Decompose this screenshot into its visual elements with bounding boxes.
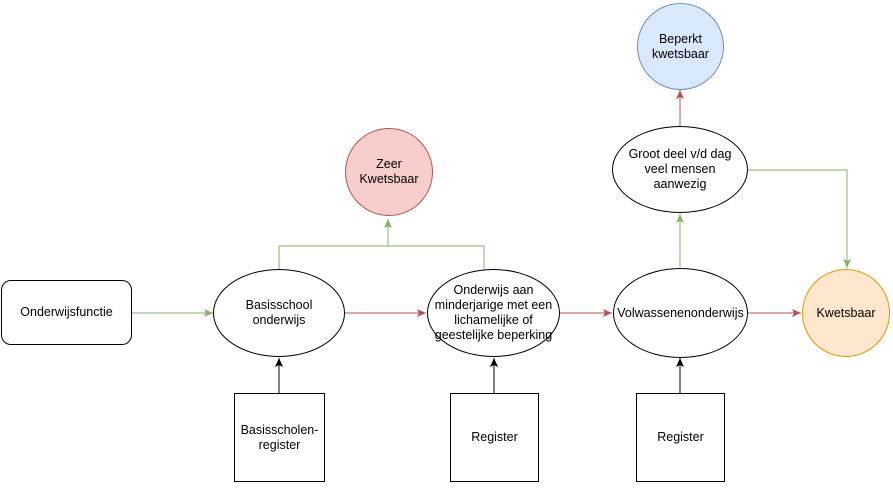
kwetsbaar-node: Kwetsbaar	[802, 269, 890, 357]
beperkt-kwetsbaar-label: Beperkt kwetsbaar	[652, 31, 709, 61]
kwetsbaar-label: Kwetsbaar	[816, 305, 876, 320]
onderwijsfunctie-label: Onderwijsfunctie	[20, 305, 113, 319]
basisschool-node: Basisschool onderwijs	[213, 269, 345, 357]
edge-beperking-zeer-kwetsbaar	[388, 245, 485, 270]
onderwijsfunctie-node: Onderwijsfunctie	[1, 280, 132, 345]
volwassenenonderwijs-label: Volwassenenonderwijs	[617, 305, 744, 320]
beperkt-kwetsbaar-node: Beperkt kwetsbaar	[637, 3, 724, 90]
onderwijs-beperking-node: Onderwijs aan minderjarige met een licha…	[427, 269, 560, 357]
register-node-1: Register	[450, 393, 539, 482]
zeer-kwetsbaar-node: Zeer Kwetsbaar	[345, 128, 433, 216]
groot-deel-label: Groot deel v/d dag veel mensen aanwezig	[628, 147, 732, 191]
volwassenenonderwijs-node: Volwassenenonderwijs	[613, 268, 748, 358]
edge-basisschool-zeer-kwetsbaar	[278, 245, 388, 270]
basisscholenregister-label: Basisscholen- register	[240, 422, 319, 452]
basisscholenregister-node: Basisscholen- register	[234, 393, 325, 482]
zeer-kwetsbaar-label: Zeer Kwetsbaar	[359, 157, 419, 186]
register-node-2: Register	[636, 393, 725, 482]
register-label-2: Register	[657, 430, 704, 444]
register-label-1: Register	[471, 430, 518, 444]
onderwijs-beperking-label: Onderwijs aan minderjarige met een licha…	[434, 283, 553, 342]
groot-deel-node: Groot deel v/d dag veel mensen aanwezig	[612, 126, 748, 213]
edge-grootdeel-kwetsbaar	[748, 169, 851, 268]
basisschool-label: Basisschool onderwijs	[245, 298, 313, 327]
